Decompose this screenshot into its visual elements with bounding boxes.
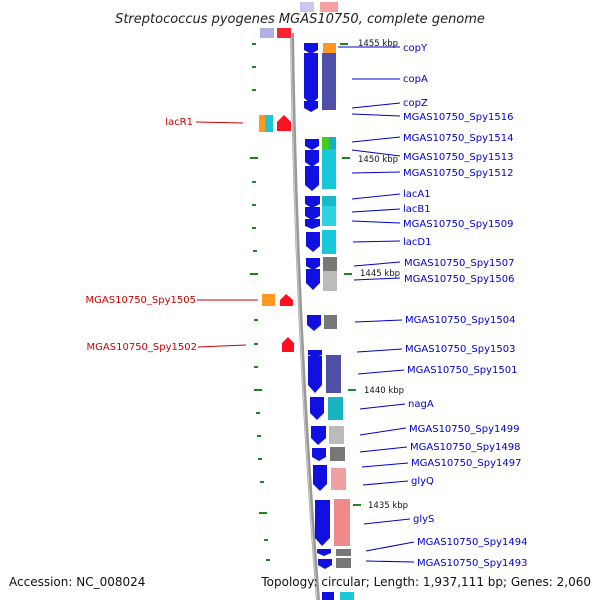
gene-label[interactable]: lacD1	[403, 237, 431, 248]
reverse-cds-track	[259, 115, 294, 352]
gene-label[interactable]: MGAS10750_Spy1514	[403, 133, 513, 144]
kbp-marker: 1450 kbp	[358, 155, 398, 165]
gene-label[interactable]: lacA1	[403, 189, 431, 200]
gene-label[interactable]: lacR1	[165, 117, 193, 128]
gene-label[interactable]: glyQ	[411, 476, 434, 487]
gene-label[interactable]: MGAS10750_Spy1498	[410, 442, 520, 453]
gene-label[interactable]: MGAS10750_Spy1513	[403, 152, 513, 163]
gene-label[interactable]: MGAS10750_Spy1493	[417, 558, 527, 569]
kbp-marker: 1445 kbp	[360, 269, 400, 279]
bottom-partial-feature	[322, 592, 334, 600]
topology-text: Topology: circular; Length: 1,937,111 bp…	[260, 575, 591, 589]
gene-label[interactable]: MGAS10750_Spy1504	[405, 315, 515, 326]
gene-label[interactable]: MGAS10750_Spy1507	[404, 258, 514, 269]
bottom-partial-feature	[340, 592, 354, 600]
reverse-labels	[195, 121, 258, 348]
accession-text: Accession: NC_008024	[9, 575, 145, 589]
gene-label[interactable]: MGAS10750_Spy1512	[403, 168, 513, 179]
forward-function-track	[322, 43, 351, 568]
scale-ticks	[250, 43, 361, 561]
gene-label[interactable]: MGAS10750_Spy1499	[409, 424, 519, 435]
top-partial-feature	[277, 28, 291, 38]
gene-label[interactable]: copZ	[403, 98, 428, 109]
reverse-label-texts: lacR1 MGAS10750_Spy1505 MGAS10750_Spy150…	[86, 117, 197, 353]
gene-label[interactable]: glyS	[413, 514, 434, 525]
gene-label[interactable]: MGAS10750_Spy1502	[87, 342, 197, 353]
top-partial-feature	[300, 2, 314, 12]
map-title: Streptococcus pyogenes MGAS10750, comple…	[115, 12, 485, 27]
gene-label[interactable]: MGAS10750_Spy1494	[417, 537, 527, 548]
kbp-marker: 1435 kbp	[368, 501, 408, 511]
gene-label[interactable]: MGAS10750_Spy1516	[403, 112, 513, 123]
forward-label-texts: copY copA copZ MGAS10750_Spy1516 MGAS107…	[403, 43, 527, 569]
gene-label[interactable]: MGAS10750_Spy1497	[411, 458, 521, 469]
gene-label[interactable]: MGAS10750_Spy1503	[405, 344, 515, 355]
gene-label[interactable]: nagA	[408, 399, 434, 410]
forward-cds-track	[304, 43, 332, 569]
gene-label[interactable]: MGAS10750_Spy1509	[403, 219, 513, 230]
gene-label[interactable]: lacB1	[403, 204, 431, 215]
gene-label[interactable]: MGAS10750_Spy1506	[404, 274, 514, 285]
genome-backbone	[290, 32, 320, 600]
gene-label[interactable]: copY	[403, 43, 428, 54]
gene-label[interactable]: MGAS10750_Spy1505	[86, 295, 196, 306]
kbp-marker: 1440 kbp	[364, 386, 404, 396]
gene-label[interactable]: copA	[403, 74, 428, 85]
genome-backbone-highlight	[290, 32, 318, 600]
forward-labels	[338, 46, 415, 563]
top-partial-feature	[260, 28, 274, 38]
gene-label[interactable]: MGAS10750_Spy1501	[407, 365, 517, 376]
kbp-marker: 1455 kbp	[358, 39, 398, 49]
top-partial-feature	[320, 2, 338, 12]
